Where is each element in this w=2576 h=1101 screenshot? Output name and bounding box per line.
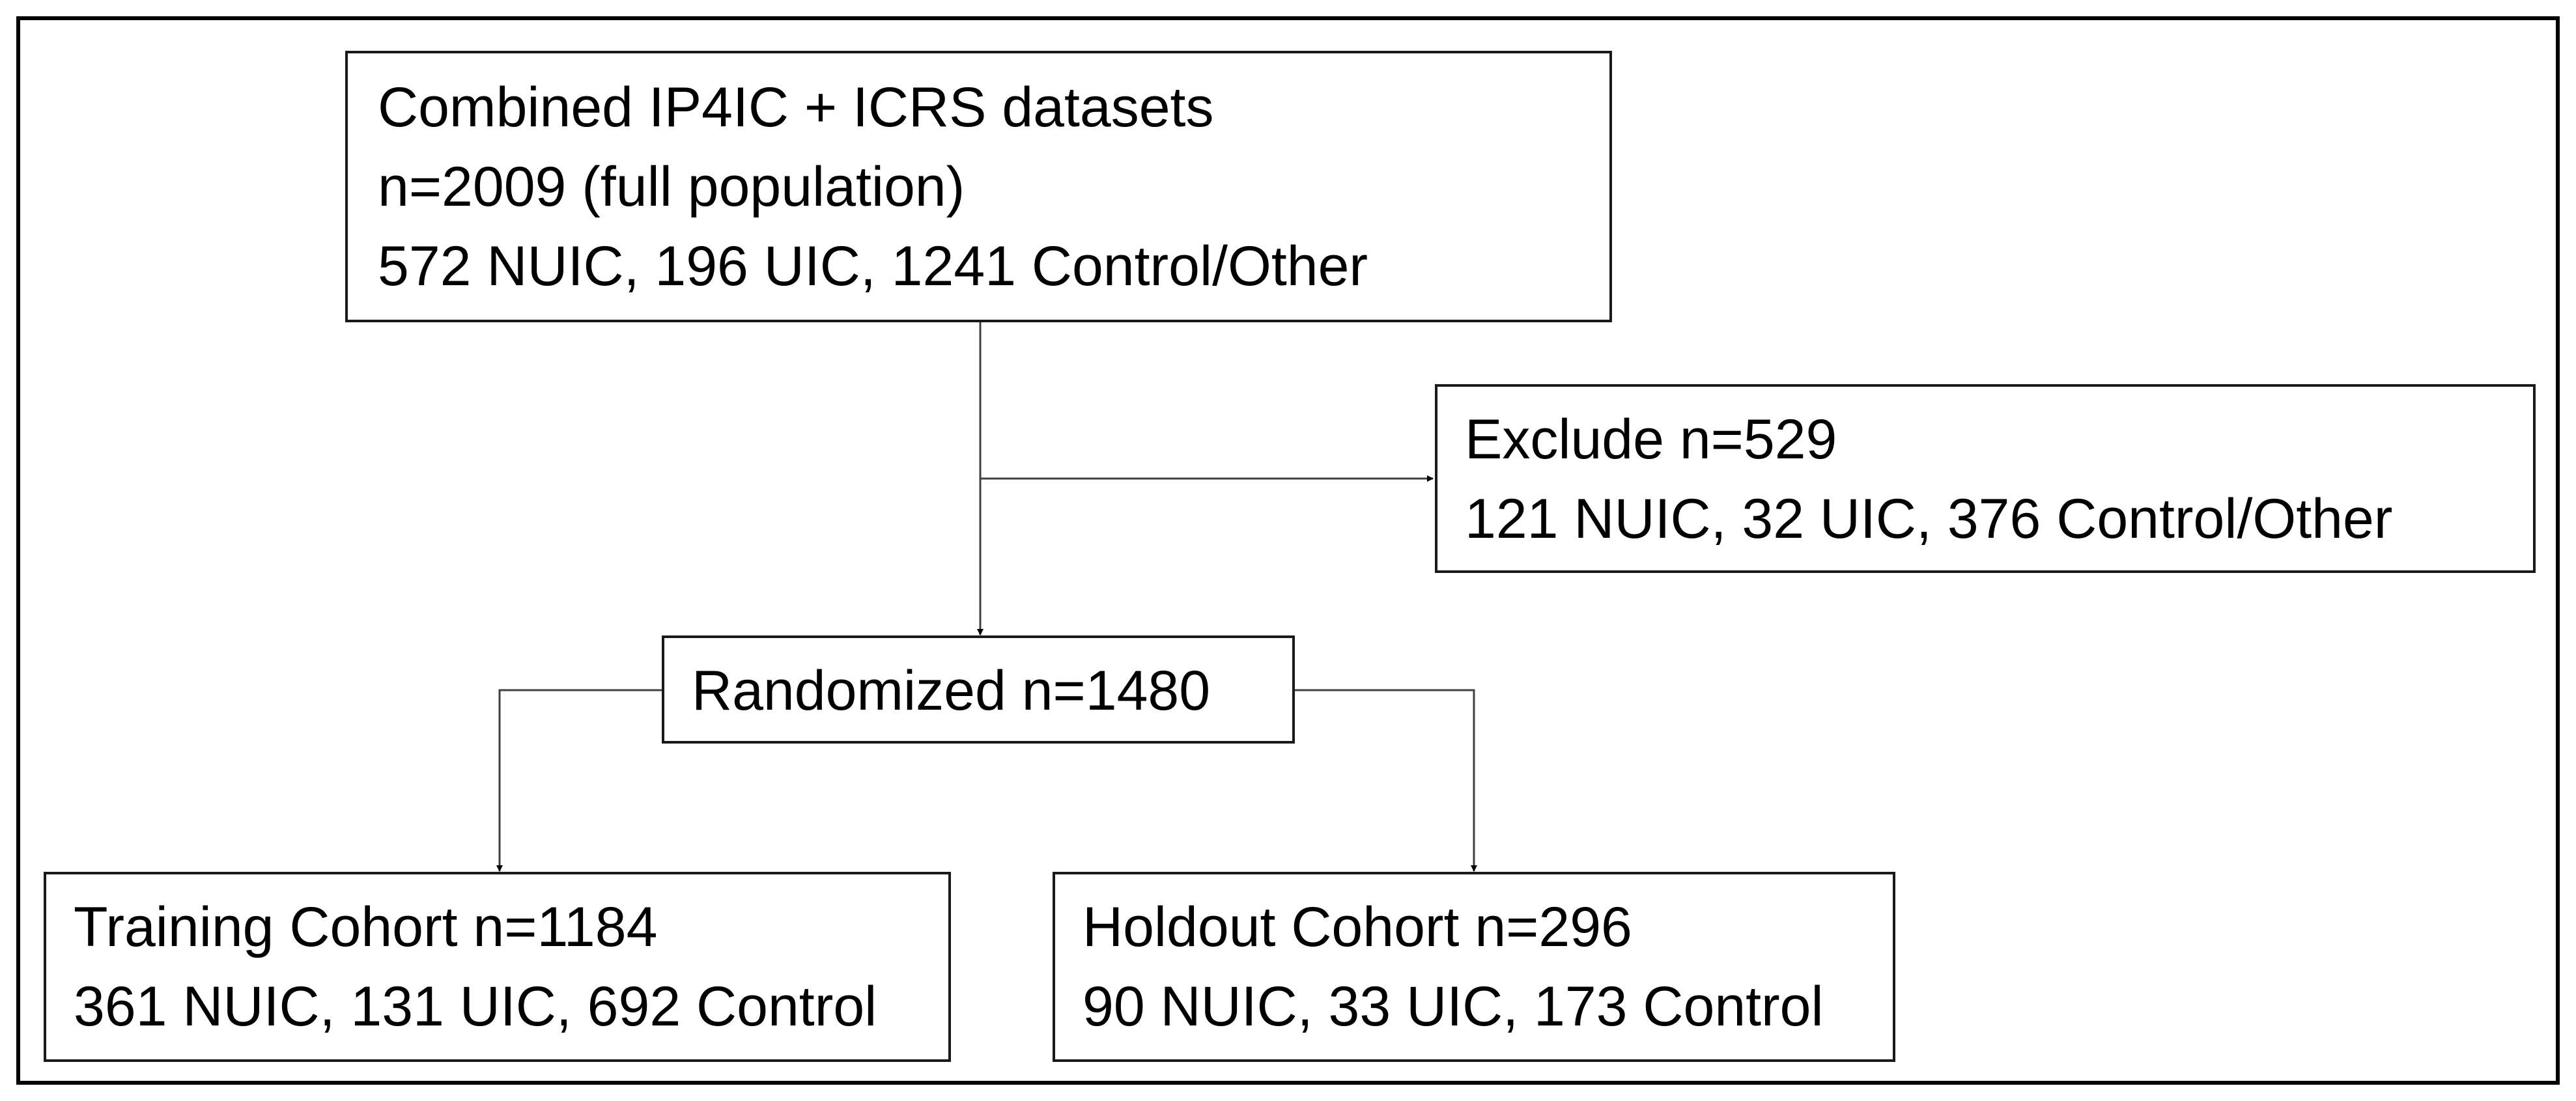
arrow-to-holdout — [1295, 689, 1477, 872]
training-cohort-count: Training Cohort n=1184 — [74, 896, 658, 958]
arrow-to-training — [496, 689, 662, 872]
holdout-cohort-breakdown: 90 NUIC, 33 UIC, 173 Control — [1083, 975, 1824, 1038]
full-population-breakdown: 572 NUIC, 196 UIC, 1241 Control/Other — [378, 235, 1368, 298]
exclude-breakdown: 121 NUIC, 32 UIC, 376 Control/Other — [1465, 488, 2393, 550]
exclude-count: Exclude n=529 — [1465, 408, 1837, 471]
full-population-count: n=2009 (full population) — [378, 156, 965, 218]
combined-datasets-title: Combined IP4IC + ICRS datasets — [378, 76, 1214, 139]
exclude-box: Exclude n=529 121 NUIC, 32 UIC, 376 Cont… — [1435, 384, 2536, 573]
training-cohort-box: Training Cohort n=1184 361 NUIC, 131 UIC… — [44, 872, 951, 1062]
figure-frame — [16, 16, 2560, 1085]
training-cohort-breakdown: 361 NUIC, 131 UIC, 692 Control — [74, 975, 877, 1038]
randomized-count: Randomized n=1480 — [692, 660, 1211, 722]
holdout-cohort-box: Holdout Cohort n=296 90 NUIC, 33 UIC, 17… — [1053, 872, 1895, 1062]
randomized-box: Randomized n=1480 — [662, 635, 1295, 744]
combined-datasets-box: Combined IP4IC + ICRS datasets n=2009 (f… — [345, 51, 1612, 322]
holdout-cohort-count: Holdout Cohort n=296 — [1083, 896, 1632, 958]
